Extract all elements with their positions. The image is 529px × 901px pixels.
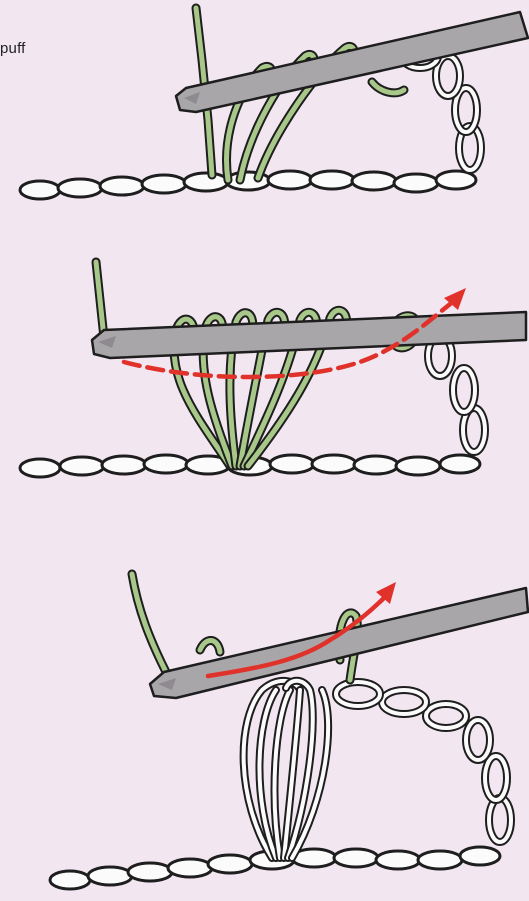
step-3-turning-chain <box>336 682 511 842</box>
step-1-foundation-chain <box>20 171 476 199</box>
step-3-panel <box>50 574 528 889</box>
step-1-panel <box>20 8 528 199</box>
step-2-turning-chain <box>428 336 485 452</box>
step-2-panel <box>20 262 526 477</box>
step-2-crochet-hook-icon <box>92 312 526 358</box>
step-3-puff-cluster <box>244 681 329 858</box>
